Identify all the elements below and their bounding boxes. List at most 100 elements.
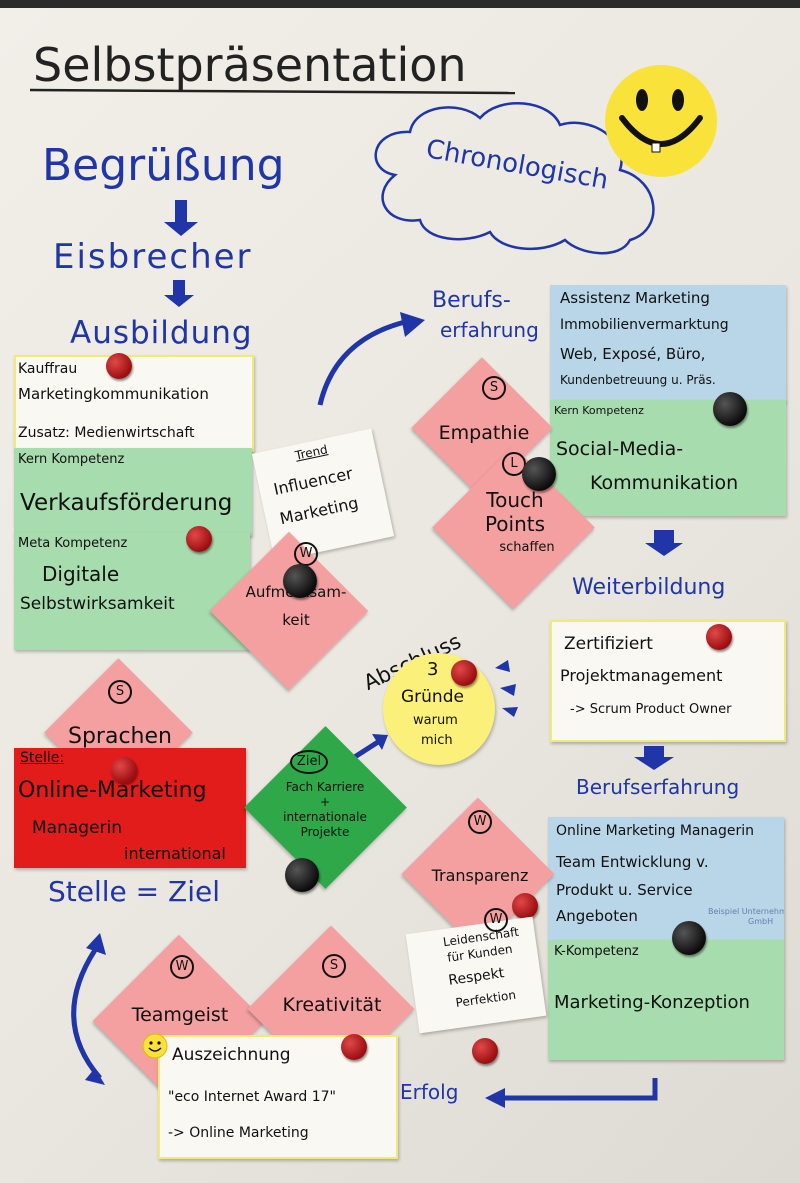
- badge-w: W: [468, 810, 492, 834]
- magnet-black[interactable]: [285, 858, 319, 892]
- label-erfolg: Erfolg: [400, 1080, 459, 1104]
- magnet-red[interactable]: [111, 757, 137, 783]
- note-text: schaffen: [499, 540, 555, 555]
- arrow-curve-berufserfahrung: [317, 319, 406, 406]
- note-text: Projektmanagement: [560, 666, 723, 685]
- note-text: Kundenbetreuung u. Präs.: [560, 373, 716, 387]
- note-text: Social-Media-: [556, 438, 684, 460]
- touch-points-text: Touch Points schaffen: [460, 488, 570, 555]
- note-text: "eco Internet Award 17": [168, 1089, 336, 1105]
- magnet-red[interactable]: [472, 1038, 498, 1064]
- label-stelle-ziel: Stelle = Ziel: [48, 875, 220, 908]
- label-berufs: Berufs-: [432, 288, 511, 313]
- note-social-media: Kern Kompetenz Social-Media- Kommunikati…: [550, 400, 786, 516]
- note-text: Produkt u. Service: [556, 881, 693, 899]
- note-text: Online-Marketing: [18, 778, 207, 803]
- note-text: Marketing: [278, 493, 361, 529]
- note-text: Stelle:: [20, 750, 65, 766]
- badge-w: W: [170, 955, 194, 979]
- magnet-red[interactable]: [186, 526, 212, 552]
- arrow-down-2: [164, 280, 194, 307]
- board-frame-top: [0, 0, 800, 8]
- note-text: Zertifiziert: [564, 634, 653, 654]
- note-text: Auszeichnung: [172, 1045, 291, 1065]
- badge-w: W: [294, 542, 318, 566]
- note-text: Perfektion: [454, 987, 517, 1011]
- sprachen-text: Sprachen: [68, 724, 172, 749]
- note-text: Marketing-Konzeption: [554, 992, 750, 1013]
- note-text: Gründe: [401, 687, 464, 707]
- label-ausbildung: Ausbildung: [70, 315, 253, 351]
- magnet-red[interactable]: [706, 624, 732, 650]
- ziel-circle: Ziel: [290, 750, 328, 774]
- note-text: -> Scrum Product Owner: [570, 702, 732, 717]
- arrow-curve-left: [71, 948, 102, 1080]
- magnet-red[interactable]: [451, 660, 477, 686]
- note-text: +: [319, 795, 331, 809]
- arrow-down-3: [645, 530, 683, 556]
- label-eisbrecher: Eisbrecher: [53, 237, 253, 277]
- badge-s: S: [482, 376, 506, 400]
- note-text: Meta Kompetenz: [18, 536, 128, 551]
- note-text: Trend: [293, 442, 329, 463]
- note-text: Online Marketing Managerin: [556, 823, 754, 839]
- note-kern-kompetenz: Kern Kompetenz Verkaufsförderung: [14, 448, 252, 536]
- magnet-black[interactable]: [713, 392, 747, 426]
- note-text: Digitale: [42, 562, 120, 586]
- ziel-text: Fach Karriere + internationale Projekte: [255, 780, 395, 840]
- note-text: Immobilienvermarktung: [560, 317, 729, 333]
- teamgeist-text: Teamgeist: [131, 1004, 229, 1026]
- note-text: 3: [427, 659, 439, 680]
- note-text: Angeboten: [556, 907, 638, 925]
- note-text: Points: [484, 512, 546, 536]
- note-leidenschaft: Leidenschaft für Kunden Respekt Perfekti…: [405, 916, 547, 1034]
- note-text: Projekte: [300, 825, 350, 839]
- badge-s: S: [322, 954, 346, 978]
- note-text: K-Kompetenz: [554, 944, 639, 959]
- note-text: Kern Kompetenz: [18, 452, 125, 467]
- label-berufserfahrung-b: Berufserfahrung: [576, 775, 740, 799]
- label-begruessung: Begrüßung: [42, 140, 285, 191]
- small-smiley-icon: [142, 1033, 168, 1059]
- arrow-down-1: [164, 200, 198, 236]
- magnet-red[interactable]: [106, 353, 132, 379]
- page-title: Selbstpräsentation: [33, 38, 467, 92]
- badge-w: W: [484, 908, 508, 932]
- magnet-red[interactable]: [512, 893, 538, 919]
- label-weiterbildung: Weiterbildung: [572, 575, 726, 600]
- note-text: mich: [421, 733, 453, 748]
- note-text: Marketingkommunikation: [18, 385, 209, 403]
- note-text: Respekt: [447, 965, 506, 989]
- empathie-text: Empathie: [438, 422, 530, 444]
- note-text: Managerin: [32, 818, 123, 838]
- transparenz-text: Transparenz: [431, 866, 529, 885]
- cloud-outline: [374, 101, 655, 255]
- smiley-icon: [605, 65, 717, 177]
- note-text: Assistenz Marketing: [560, 289, 710, 307]
- note-text: Kauffrau: [18, 361, 78, 377]
- note-3-gruende: 3 Gründe warum mich: [383, 653, 495, 765]
- note-text: Influencer: [271, 463, 355, 499]
- arrow-down-4: [634, 746, 674, 770]
- note-kauffrau: Kauffrau Marketingkommunikation Zusatz: …: [14, 355, 254, 452]
- note-text: Selbstwirksamkeit: [20, 594, 175, 614]
- note-meta-kompetenz: Meta Kompetenz Digitale Selbstwirksamkei…: [14, 532, 250, 650]
- note-text: Zusatz: Medienwirtschaft: [18, 425, 195, 441]
- magnet-black[interactable]: [283, 564, 317, 598]
- note-text: GmbH: [748, 917, 774, 926]
- note-text: Kern Kompetenz: [554, 404, 644, 417]
- note-text: Touch: [486, 488, 544, 512]
- note-text: internationale: [283, 810, 367, 824]
- magnet-red[interactable]: [341, 1034, 367, 1060]
- note-text: Verkaufsförderung: [20, 490, 233, 516]
- note-text: Team Entwicklung v.: [556, 853, 709, 871]
- note-text: Fach Karriere: [285, 780, 365, 794]
- magnet-black[interactable]: [522, 457, 556, 491]
- magnet-black[interactable]: [672, 921, 706, 955]
- note-text: -> Online Marketing: [168, 1125, 309, 1141]
- note-text: Web, Exposé, Büro,: [560, 345, 706, 363]
- note-text: keit: [282, 611, 310, 629]
- note-zertifiziert: Zertifiziert Projektmanagement -> Scrum …: [550, 620, 786, 742]
